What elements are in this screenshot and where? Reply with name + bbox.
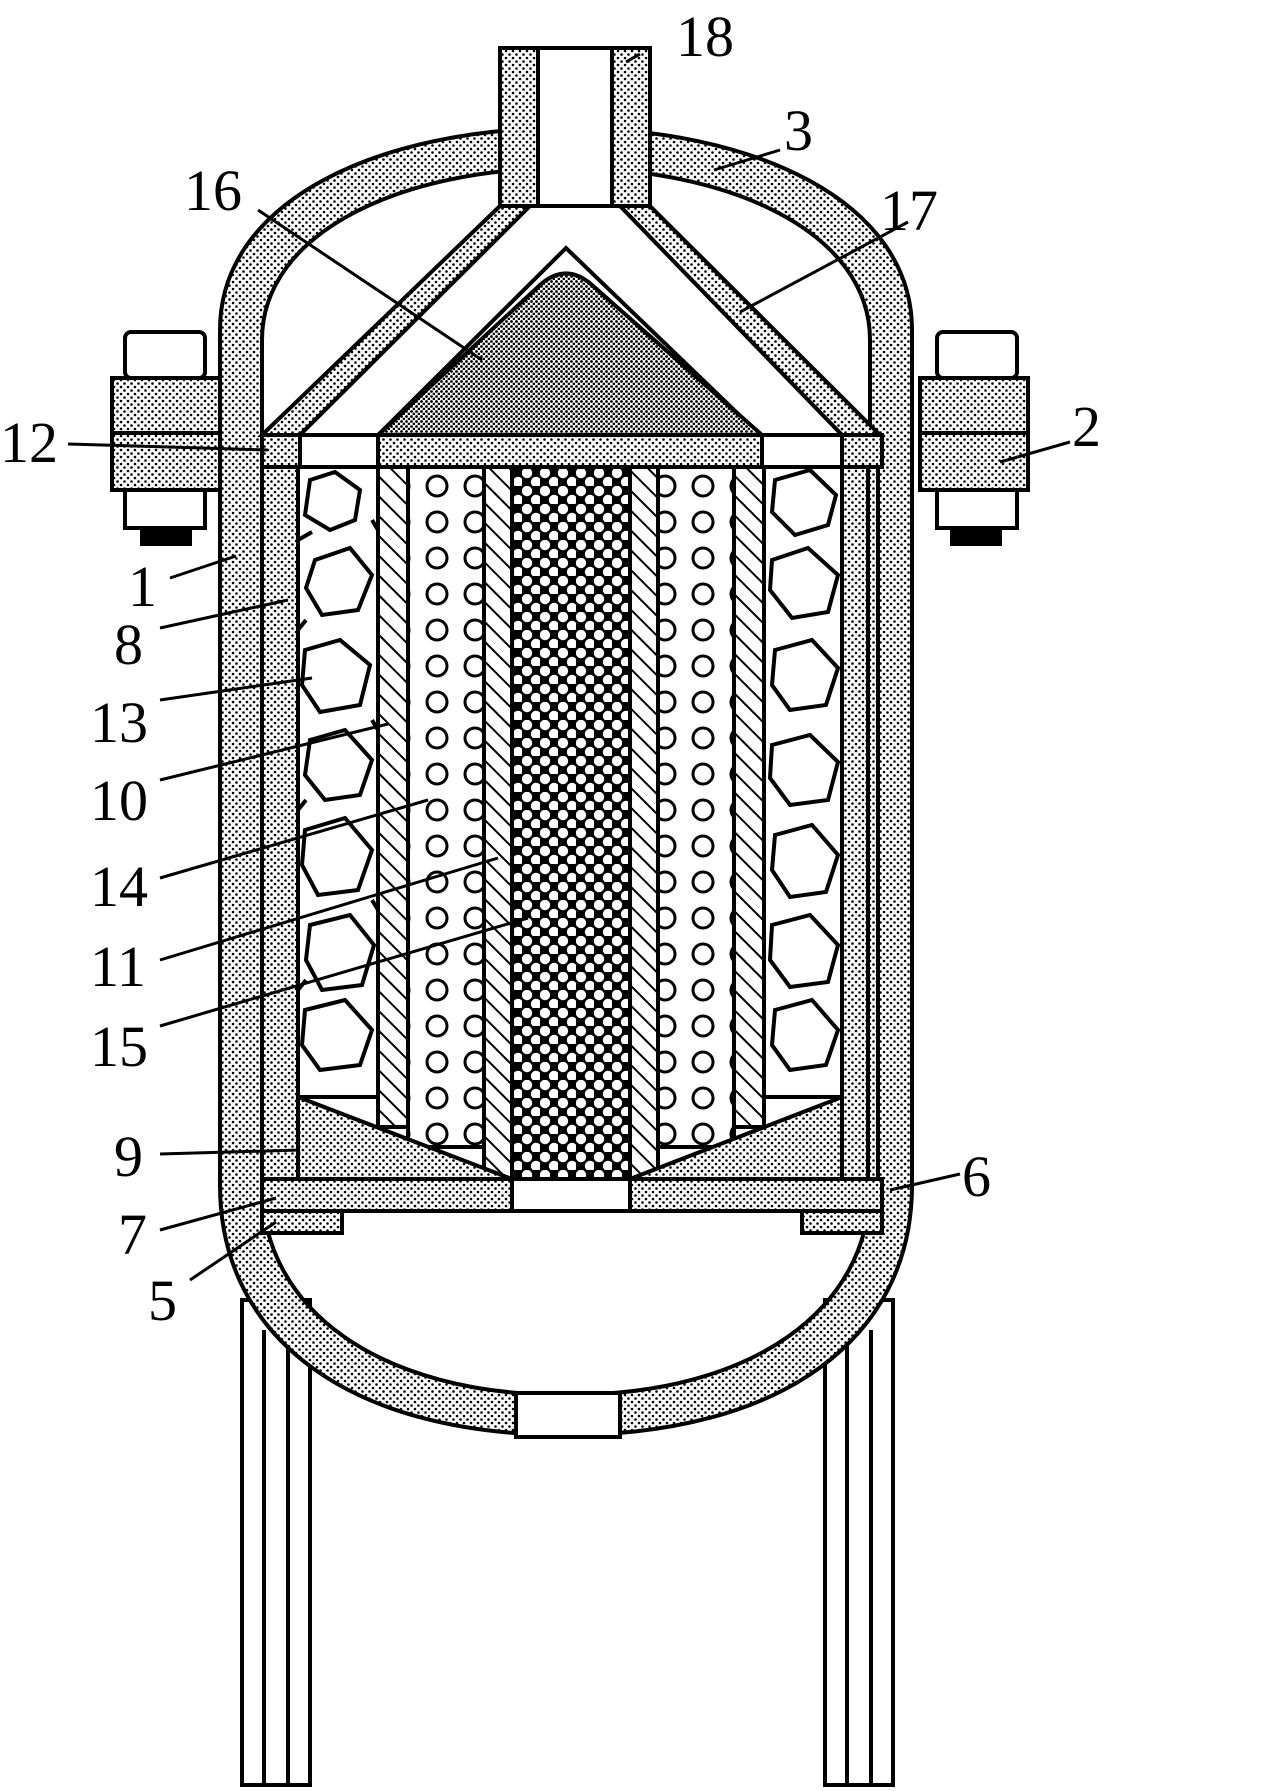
right-leg xyxy=(823,1298,895,1787)
support-ring-right xyxy=(800,1209,884,1235)
callout-7: 7 xyxy=(118,1202,147,1267)
hatched-layer-left xyxy=(376,465,410,1129)
porous-layer-right xyxy=(656,465,736,1149)
outlet-pipe xyxy=(498,46,652,210)
callout-15: 15 xyxy=(90,1014,148,1079)
callout-1: 1 xyxy=(128,554,157,619)
hatched-layer-right xyxy=(732,465,766,1129)
callout-12: 12 xyxy=(0,410,58,475)
inner-tube-right xyxy=(628,465,660,1181)
callout-5: 5 xyxy=(148,1268,177,1333)
bottom-plate-opening xyxy=(510,1177,632,1213)
left-leg xyxy=(240,1298,312,1787)
leader-lines xyxy=(67,52,1071,1282)
support-ring-left xyxy=(260,1209,344,1235)
bottom-drain xyxy=(514,1391,622,1439)
top-cone-cap xyxy=(372,271,768,437)
porous-layer-left xyxy=(406,465,486,1149)
callout-11: 11 xyxy=(90,934,146,999)
inner-cylinder-right xyxy=(840,465,880,1181)
callout-14: 14 xyxy=(90,854,148,919)
inner-tube-left xyxy=(482,465,514,1181)
callout-16: 16 xyxy=(184,158,242,223)
callout-18: 18 xyxy=(676,4,734,69)
callout-9: 9 xyxy=(114,1124,143,1189)
right-flange xyxy=(918,330,1030,546)
callout-3: 3 xyxy=(784,98,813,163)
callout-10: 10 xyxy=(90,768,148,833)
callout-6: 6 xyxy=(962,1144,991,1209)
callout-8: 8 xyxy=(114,612,143,677)
stone-packing-left xyxy=(296,465,380,1099)
inner-cylinder-left xyxy=(260,465,300,1181)
callout-2: 2 xyxy=(1072,394,1101,459)
left-flange xyxy=(110,330,222,546)
stone-packing-right xyxy=(760,465,844,1099)
callout-labels: 18 3 16 17 12 2 1 8 13 10 14 11 15 9 6 7… xyxy=(0,4,1101,1333)
central-porous-core xyxy=(510,465,632,1181)
callout-13: 13 xyxy=(90,690,148,755)
callout-17: 17 xyxy=(880,178,938,243)
